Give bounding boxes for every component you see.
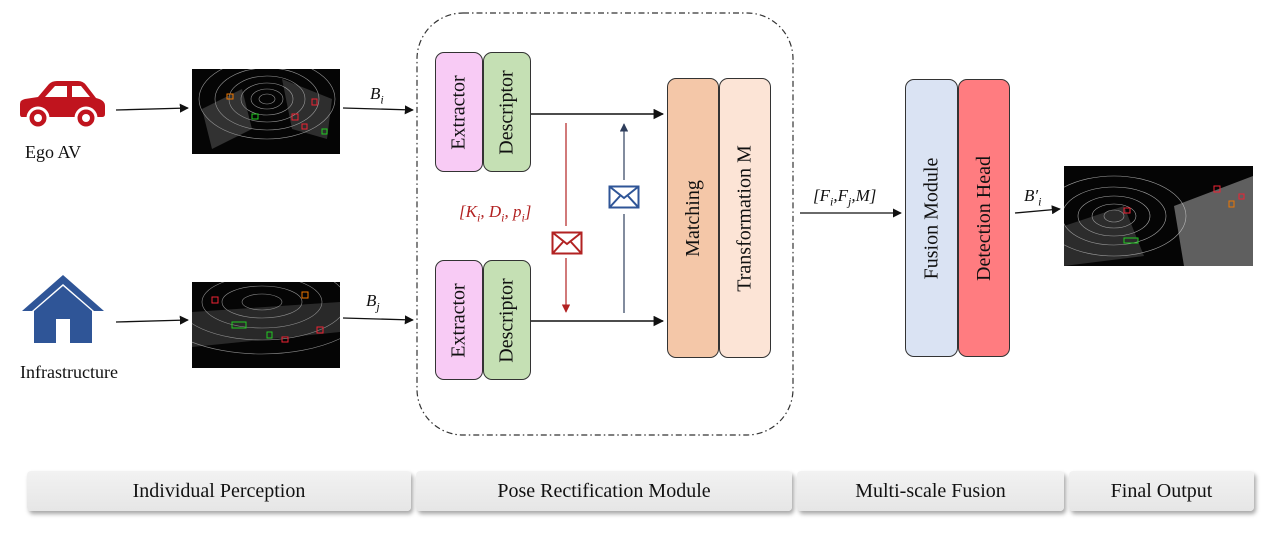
arrow-bi [342, 105, 414, 115]
stage-multi-scale-fusion: Multi-scale Fusion [797, 471, 1064, 511]
descriptor-block-top: Descriptor [483, 52, 531, 172]
extractor-label: Extractor [447, 74, 470, 150]
output-lidar-image [1064, 166, 1253, 266]
extractor-block-bottom: Extractor [435, 260, 483, 380]
pose-rectification-boundary [416, 12, 794, 436]
car-icon [20, 81, 105, 130]
bi-label: Bi [370, 84, 384, 107]
detection-head-block: Detection Head [958, 79, 1010, 357]
arrow-ego-to-lidar [115, 103, 189, 113]
arrow-to-output [1014, 205, 1061, 215]
infra-lidar-image [192, 282, 340, 368]
fusion-input-label: [Fi,Fj,M] [813, 186, 877, 209]
stage-individual-perception: Individual Perception [27, 471, 411, 511]
output-label: B′i [1024, 186, 1042, 209]
bj-label: Bj [366, 291, 380, 314]
ego-lidar-image [192, 69, 340, 154]
message-label: [Ki, Di, pi] [459, 202, 532, 225]
infrastructure-label: Infrastructure [20, 362, 118, 382]
matching-block: Matching [667, 78, 719, 358]
house-icon [22, 275, 104, 343]
extractor-block-top: Extractor [435, 52, 483, 172]
descriptor-label: Descriptor [495, 277, 518, 363]
matching-label: Matching [681, 179, 704, 257]
stage-pose-rectification: Pose Rectification Module [416, 471, 792, 511]
stage-final-output: Final Output [1069, 471, 1254, 511]
envelope-icon [608, 185, 640, 209]
transformation-block: Transformation M [719, 78, 771, 358]
arrow-bj [342, 315, 414, 325]
arrow-infra-to-lidar [115, 315, 189, 325]
ego-av-label: Ego AV [25, 142, 82, 162]
fusion-module-label: Fusion Module [920, 157, 942, 279]
fusion-module-block: Fusion Module [905, 79, 958, 357]
detection-head-label: Detection Head [972, 155, 995, 281]
descriptor-label: Descriptor [495, 69, 518, 155]
transformation-label: Transformation M [733, 144, 756, 292]
descriptor-block-bottom: Descriptor [483, 260, 531, 380]
extractor-label: Extractor [447, 282, 470, 358]
envelope-icon [551, 231, 583, 255]
